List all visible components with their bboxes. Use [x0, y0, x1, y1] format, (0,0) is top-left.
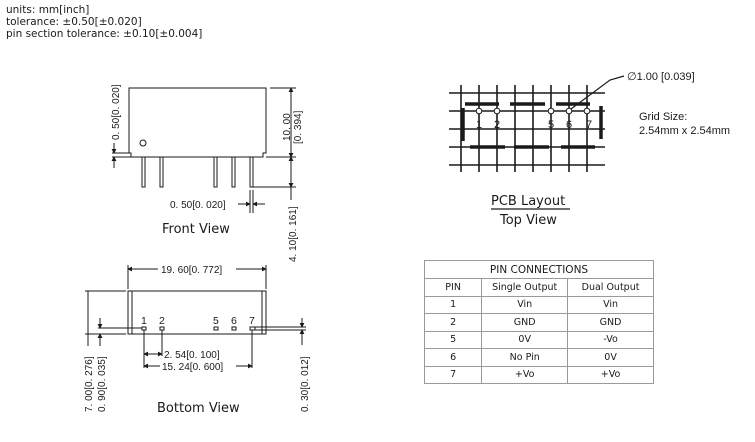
pcb-layout-subtitle: Top View	[499, 213, 557, 228]
bottom-pin-label-5: 5	[213, 315, 219, 327]
front-view-title: Front View	[162, 222, 230, 237]
units-note: units: mm[inch]	[6, 4, 90, 16]
pin-connections-table: PIN CONNECTIONS PIN Single Output Dual O…	[423, 260, 654, 384]
bottom-pin-pads	[141, 326, 256, 331]
pin-number: 7	[423, 365, 483, 384]
table-row: 6 No Pin 0V	[423, 348, 654, 367]
pin-table-header-dual: Dual Output	[567, 278, 654, 297]
pin-table-header-pin: PIN	[423, 278, 483, 297]
pcb-pin-label-6: 6	[566, 119, 572, 131]
pcb-pin-label-2: 2	[494, 119, 500, 131]
bottom-view-title: Bottom View	[157, 401, 240, 416]
table-row: 1 Vin Vin	[423, 295, 654, 314]
pin-table-title: PIN CONNECTIONS	[424, 260, 654, 279]
dimension-notes: units: mm[inch] tolerance: ±0.50[±0.020]…	[6, 4, 202, 40]
tolerance-note: tolerance: ±0.50[±0.020]	[6, 16, 142, 28]
bottom-pin-thickness-dim: 0. 30[0. 012]	[300, 356, 311, 412]
front-pin-length-dim: 4. 10[0. 161]	[288, 206, 299, 262]
pcb-pin-label-5: 5	[548, 119, 554, 131]
front-body-outline	[128, 87, 267, 158]
pcb-pin-label-1: 1	[476, 119, 482, 131]
pin-number: 5	[423, 330, 483, 349]
bottom-pin-offset-dim: 0. 90[0. 035]	[97, 356, 108, 412]
grid-size-label: Grid Size:	[639, 111, 687, 123]
bottom-view	[85, 265, 306, 369]
pcb-layout-title: PCB Layout	[491, 194, 565, 209]
table-row: 7 +Vo +Vo	[423, 365, 654, 384]
front-pin-width-dim: 0. 50[0. 020]	[170, 200, 226, 211]
front-standoff-dim: 0. 50[0. 020]	[111, 84, 122, 140]
pin-tolerance-note: pin section tolerance: ±0.10[±0.004]	[6, 28, 203, 40]
single-output-value: GND	[481, 313, 569, 332]
pin-table-header-single: Single Output	[481, 278, 569, 297]
bottom-body-outline	[127, 290, 267, 335]
front-height-dim-inch: [0. 394]	[293, 110, 304, 144]
single-output-value: +Vo	[481, 365, 569, 384]
dual-output-value: GND	[567, 313, 654, 332]
hole-diameter-dim: ∅1.00 [0.039]	[627, 71, 695, 83]
front-pins	[141, 156, 254, 188]
pcb-grid	[449, 85, 605, 172]
table-row: 5 0V -Vo	[423, 330, 654, 349]
single-output-value: No Pin	[481, 348, 569, 367]
dual-output-value: -Vo	[567, 330, 654, 349]
pin-number: 2	[423, 313, 483, 332]
bottom-length-dim: 19. 60[0. 772]	[161, 265, 222, 276]
dual-output-value: +Vo	[567, 365, 654, 384]
pin-number: 1	[423, 295, 483, 314]
bottom-pin-label-1: 1	[141, 315, 147, 327]
pin-number: 6	[423, 348, 483, 367]
pin1-marker	[139, 139, 147, 147]
pin-table-header-row: PIN Single Output Dual Output	[423, 278, 654, 297]
bottom-span-dim: 15. 24[0. 600]	[162, 362, 223, 373]
single-output-value: Vin	[481, 295, 569, 314]
bottom-width-dim: 7. 00[0. 276]	[84, 356, 95, 412]
bottom-pin-label-2: 2	[159, 315, 165, 327]
front-view	[111, 87, 296, 213]
grid-size-value: 2.54mm x 2.54mm	[639, 125, 730, 137]
pcb-pin-label-7: 7	[586, 119, 592, 131]
bottom-pin-label-6: 6	[231, 315, 237, 327]
hole-leader-line	[570, 75, 625, 110]
bottom-pitch-dim: 2. 54[0. 100]	[164, 350, 220, 361]
single-output-value: 0V	[481, 330, 569, 349]
table-row: 2 GND GND	[423, 313, 654, 332]
pcb-outline	[461, 102, 603, 149]
dual-output-value: Vin	[567, 295, 654, 314]
pcb-holes	[475, 107, 591, 115]
front-height-dim: 10. 00	[282, 113, 293, 141]
dual-output-value: 0V	[567, 348, 654, 367]
bottom-pin-label-7: 7	[249, 315, 255, 327]
